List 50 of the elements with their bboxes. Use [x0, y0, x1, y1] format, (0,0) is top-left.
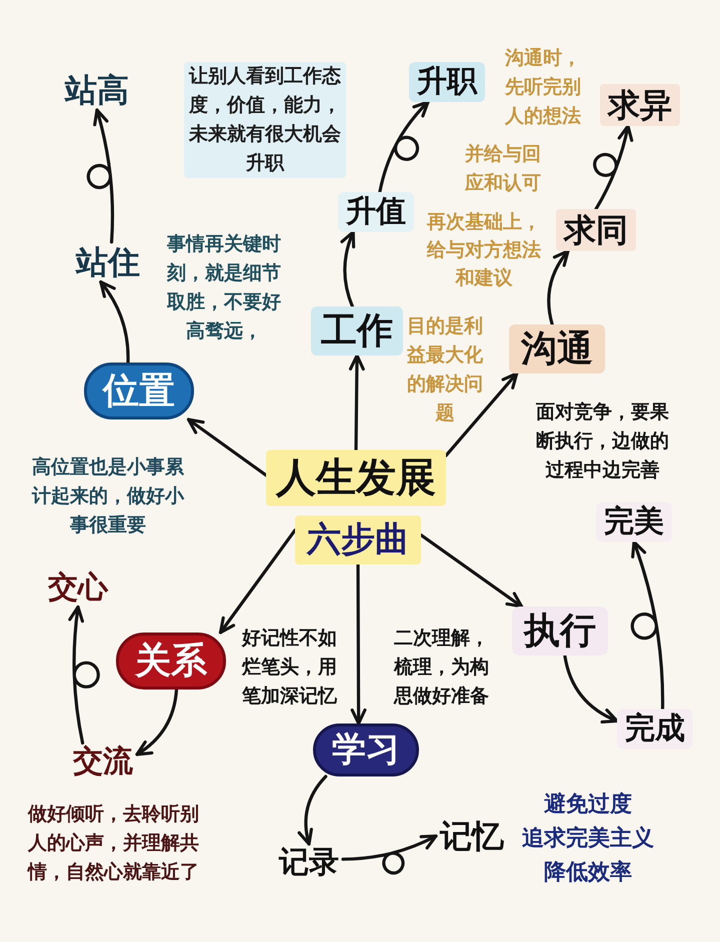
step-label: 记忆 — [436, 816, 508, 856]
topic-highlight: 工作 — [311, 306, 403, 356]
arrow — [350, 562, 366, 726]
arrow — [444, 372, 518, 458]
step-label: 交心 — [44, 569, 112, 607]
loop-arrow — [630, 540, 664, 711]
curved-arrow — [547, 249, 570, 326]
loop-arrow — [378, 100, 430, 194]
step-label: 交流 — [69, 743, 137, 781]
highlighted-note: 让别人看到工作态度，价值，能力，未来就有很大机会升职 — [184, 62, 346, 178]
note-text: 好记性不如烂笔头，用笔加深记忆 — [242, 626, 338, 709]
step-highlight: 完美 — [596, 502, 672, 542]
loop-arrow — [593, 124, 634, 211]
step-highlight: 完成 — [617, 709, 693, 749]
note-text: 避免过度追求完美主义降低效率 — [521, 790, 655, 887]
step-label: 站住 — [72, 242, 144, 282]
curved-arrow — [99, 280, 130, 364]
step-label: 站高 — [61, 70, 133, 110]
curved-arrow — [135, 688, 178, 756]
step-highlight: 求异 — [600, 84, 680, 126]
curved-arrow — [563, 654, 619, 723]
loop-arrow — [68, 605, 100, 745]
step-highlight: 求同 — [556, 209, 636, 251]
note-text: 做好倾听，去聆听别人的心声，并理解共情，自然心就靠近了 — [28, 802, 200, 885]
central-topic: 人生发展 — [266, 450, 446, 506]
step-highlight: 升值 — [338, 192, 414, 232]
note-text: 高位置也是小事累计起来的，做好小事很重要 — [30, 455, 186, 538]
topic-pill: 关系 — [116, 632, 226, 690]
arrow — [218, 528, 297, 634]
topic-highlight: 沟通 — [509, 324, 605, 374]
topic-highlight: 执行 — [512, 606, 608, 656]
loop-arrow — [86, 108, 114, 244]
arrow — [419, 534, 524, 608]
loop-arrow — [341, 834, 438, 875]
step-highlight: 升职 — [409, 62, 485, 102]
step-label: 记录 — [275, 844, 343, 882]
topic-pill: 学习 — [313, 724, 419, 776]
curved-arrow — [298, 774, 328, 846]
note-text: 再次基础上，给与对方想法和建议 — [426, 210, 542, 291]
note-text: 二次理解，梳理，为构思做好准备 — [394, 626, 490, 709]
note-text: 面对竞争，要果断执行，边做的过程中边完善 — [535, 400, 670, 483]
note-text: 事情再关键时刻，就是细节取胜，不要好高骛远， — [166, 232, 282, 344]
note-text: 沟通时，先听完别人的想法 — [505, 46, 582, 129]
arrow — [348, 354, 365, 452]
curved-arrow — [340, 230, 356, 308]
arrow — [186, 418, 268, 477]
note-text: 并给与回应和认可 — [465, 142, 542, 196]
note-text: 目的是利益最大化的解决问题 — [406, 314, 484, 426]
topic-pill: 位置 — [84, 362, 194, 420]
subtitle-highlight: 六步曲 — [295, 516, 421, 564]
